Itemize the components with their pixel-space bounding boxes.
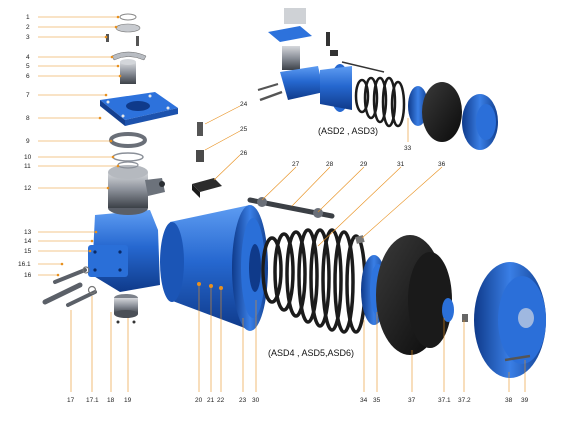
block-part — [192, 178, 222, 192]
callout-4: 4 — [26, 54, 30, 61]
side-cover-plate — [88, 245, 128, 277]
caption-asd2-asd3: (ASD2 , ASD3) — [318, 126, 378, 136]
callout-3: 3 — [26, 34, 30, 41]
callout-12: 12 — [24, 185, 32, 192]
small-actuator-assembly — [257, 8, 498, 150]
retaining-ring — [112, 152, 144, 162]
callout-18: 18 — [107, 397, 115, 404]
indicator-shaft — [120, 62, 136, 84]
callout-21: 21 — [207, 397, 215, 404]
callout-37-2: 37.2 — [458, 397, 471, 404]
callout-17: 17 — [67, 397, 75, 404]
callout-37-1: 37.1 — [438, 397, 451, 404]
callout-22: 22 — [217, 397, 225, 404]
leader-lines — [38, 15, 526, 392]
callout-25: 25 — [240, 126, 248, 133]
callout-2: 2 — [26, 24, 30, 31]
callout-1: 1 — [26, 14, 30, 21]
callout-6: 6 — [26, 73, 30, 80]
callout-33: 33 — [404, 145, 412, 152]
callout-19: 19 — [124, 397, 132, 404]
screw-part — [197, 122, 203, 136]
callout-16: 16 — [24, 272, 32, 279]
callout-35: 35 — [373, 397, 381, 404]
callout-30: 30 — [252, 397, 260, 404]
cylinder-body — [170, 205, 250, 330]
output-coupling — [114, 298, 138, 314]
callout-labels: 1 2 3 4 5 6 7 8 9 10 11 12 13 14 15 16.1… — [18, 14, 529, 404]
callout-17-1: 17.1 — [86, 397, 99, 404]
callout-20: 20 — [195, 397, 203, 404]
callout-28: 28 — [326, 161, 334, 168]
bolt-set — [42, 266, 97, 307]
callout-31: 31 — [397, 161, 405, 168]
callout-24: 24 — [240, 101, 248, 108]
callout-36: 36 — [438, 161, 446, 168]
callout-27: 27 — [292, 161, 300, 168]
caption-asd4-asd6: (ASD4 , ASD5,ASD6) — [268, 348, 354, 358]
callout-29: 29 — [360, 161, 368, 168]
top-cap-ring — [119, 13, 137, 21]
callout-10: 10 — [24, 154, 32, 161]
callout-34: 34 — [360, 397, 368, 404]
callout-23: 23 — [239, 397, 247, 404]
callout-11: 11 — [24, 163, 31, 170]
callout-26: 26 — [240, 150, 248, 157]
callout-9: 9 — [26, 138, 30, 145]
callout-14: 14 — [24, 238, 32, 245]
callout-13: 13 — [24, 229, 32, 236]
callout-8: 8 — [26, 115, 30, 122]
callout-16-1: 16.1 — [18, 261, 31, 268]
bearing-ring — [109, 132, 147, 148]
spring-set — [261, 228, 367, 334]
callout-37: 37 — [408, 397, 416, 404]
callout-7: 7 — [26, 92, 30, 99]
large-actuator-assembly — [42, 13, 546, 378]
callout-5: 5 — [26, 63, 30, 70]
callout-15: 15 — [24, 248, 32, 255]
callout-39: 39 — [521, 397, 529, 404]
callout-38: 38 — [505, 397, 513, 404]
